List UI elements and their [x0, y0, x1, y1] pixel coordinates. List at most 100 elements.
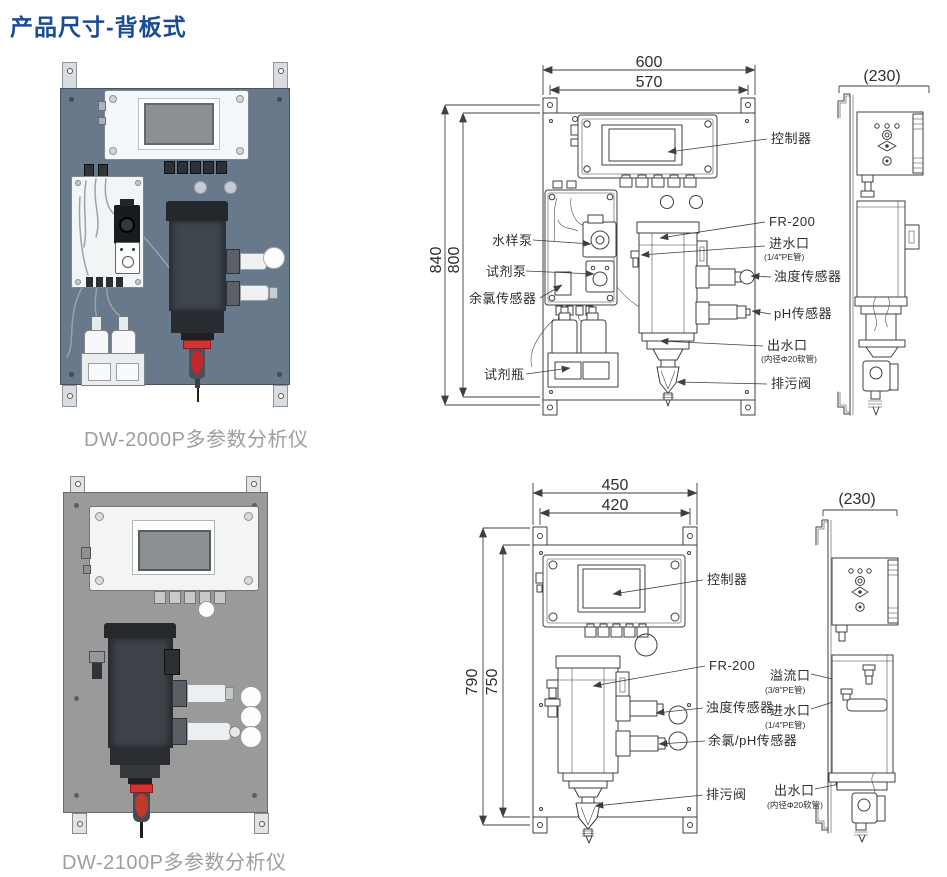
height-dimensions: 840 800 [430, 104, 540, 406]
label-inlet: 进水口 [769, 236, 810, 251]
screw [244, 576, 253, 585]
dim-width-outer: 600 [636, 55, 663, 71]
pump-rotor [119, 217, 135, 233]
fr200-cap [166, 201, 228, 221]
screw [109, 147, 117, 155]
label-controller: 控制器 [771, 131, 812, 146]
label-fr200: FR-200 [709, 658, 755, 673]
label-outlet-sub: (内径Φ20软管) [767, 800, 823, 810]
screw [69, 372, 74, 377]
pump-head [120, 199, 134, 206]
dim-width-inner: 420 [602, 497, 629, 514]
dw2000p-dimension-drawing: 600 570 840 800 [430, 55, 930, 416]
mount-tab [70, 476, 85, 493]
height-dimensions: 790 750 [464, 527, 530, 826]
display-screen [144, 103, 214, 145]
cable-gland [184, 591, 196, 604]
label-turbidity-sensor: 浊度传感器 [774, 269, 842, 284]
front-callouts: 控制器 水样泵 试剂泵 余氯传感器 试剂瓶 FR-200 进水口 (1/4"PE… [469, 131, 842, 391]
dw2000p-photo [58, 62, 292, 410]
front-fr200 [630, 221, 755, 407]
mount-tab [62, 385, 77, 407]
cable-gland [203, 161, 214, 174]
screw [95, 576, 104, 585]
cable-glands [584, 623, 649, 638]
screw [74, 503, 79, 508]
screw [244, 512, 253, 521]
ph-sensor [240, 285, 269, 301]
dim-height-outer: 790 [464, 669, 481, 696]
cable-fitting [98, 117, 106, 125]
label-ph-sensor: pH传感器 [774, 306, 832, 321]
label-turbidity-sensor: 浊度传感器 [706, 700, 774, 715]
page-title: 产品尺寸-背板式 [10, 14, 187, 40]
label-inlet-sub: (1/4"PE管) [764, 252, 805, 262]
cable-fitting [83, 565, 91, 574]
screw [74, 793, 79, 798]
label-outlet-sub: (内径Φ20软管) [761, 354, 817, 364]
pump-panel [71, 176, 144, 288]
dim-height-inner: 800 [446, 247, 463, 274]
mount-tab [246, 476, 261, 493]
display-bezel [138, 98, 220, 150]
cable-glands [619, 174, 697, 188]
drain-valve [133, 793, 150, 822]
dim-width-outer: 450 [602, 477, 629, 494]
bottle-cap [91, 316, 102, 331]
cable-fitting [98, 101, 106, 111]
dim-height-inner: 750 [484, 669, 501, 696]
label-sample-pump: 水样泵 [492, 233, 533, 248]
fr200-cylinder [108, 638, 173, 748]
drain-cable [140, 822, 143, 838]
drain-valve-band [130, 784, 153, 793]
label-outlet: 出水口 [774, 783, 815, 798]
label-controller: 控制器 [707, 572, 748, 587]
label-chlorine-ph-sensor: 余氯/pH传感器 [708, 733, 797, 748]
label-reagent-bottle: 试剂瓶 [484, 367, 525, 382]
controller-unit [98, 90, 249, 160]
sensor-end [225, 687, 234, 700]
sensor-nut [172, 718, 187, 745]
sensor-nut [226, 249, 240, 274]
label-drain-valve: 排污阀 [706, 787, 747, 802]
label-chlorine-sensor: 余氯传感器 [469, 291, 537, 306]
fr200-cap [104, 623, 176, 638]
cable-gland [169, 591, 181, 604]
screw [135, 180, 141, 186]
mount-tab [72, 813, 87, 834]
screw [69, 97, 74, 102]
tube-fitting [116, 277, 123, 287]
screw [236, 147, 244, 155]
inlet-fitting [89, 651, 105, 663]
screw [236, 95, 244, 103]
panel-hole [194, 181, 207, 194]
label-inlet-sub: (1/4"PE管) [765, 720, 806, 730]
fr200-neck [181, 333, 214, 340]
side-view: (230) [837, 68, 930, 416]
screw [74, 696, 79, 701]
front-pump-panel [530, 180, 667, 368]
dw2100p-photo [58, 475, 275, 847]
mount-tab [254, 813, 269, 834]
bottle-shelf [81, 353, 145, 386]
drain-valve-band [183, 340, 211, 349]
fr200-neck [128, 778, 152, 784]
display-screen [138, 530, 211, 571]
dim-depth: (230) [838, 491, 875, 508]
cable-gland [216, 161, 227, 174]
screw [75, 279, 81, 285]
display-bezel [132, 520, 215, 575]
fr200-bottom [110, 748, 170, 765]
front-controller [570, 114, 718, 209]
fr200-bottom [171, 311, 224, 333]
chlorine-ph-sensor [187, 722, 231, 741]
panel-hole [224, 181, 237, 194]
backplane [63, 492, 268, 838]
fr200-cylinder [169, 221, 226, 311]
sensor-end [269, 287, 278, 299]
front-fr200 [544, 655, 688, 844]
inlet-fitting [92, 663, 102, 679]
dw2000p-caption: DW-2000P多参数分析仪 [84, 429, 309, 451]
label-reagent-pump: 试剂泵 [486, 264, 527, 279]
